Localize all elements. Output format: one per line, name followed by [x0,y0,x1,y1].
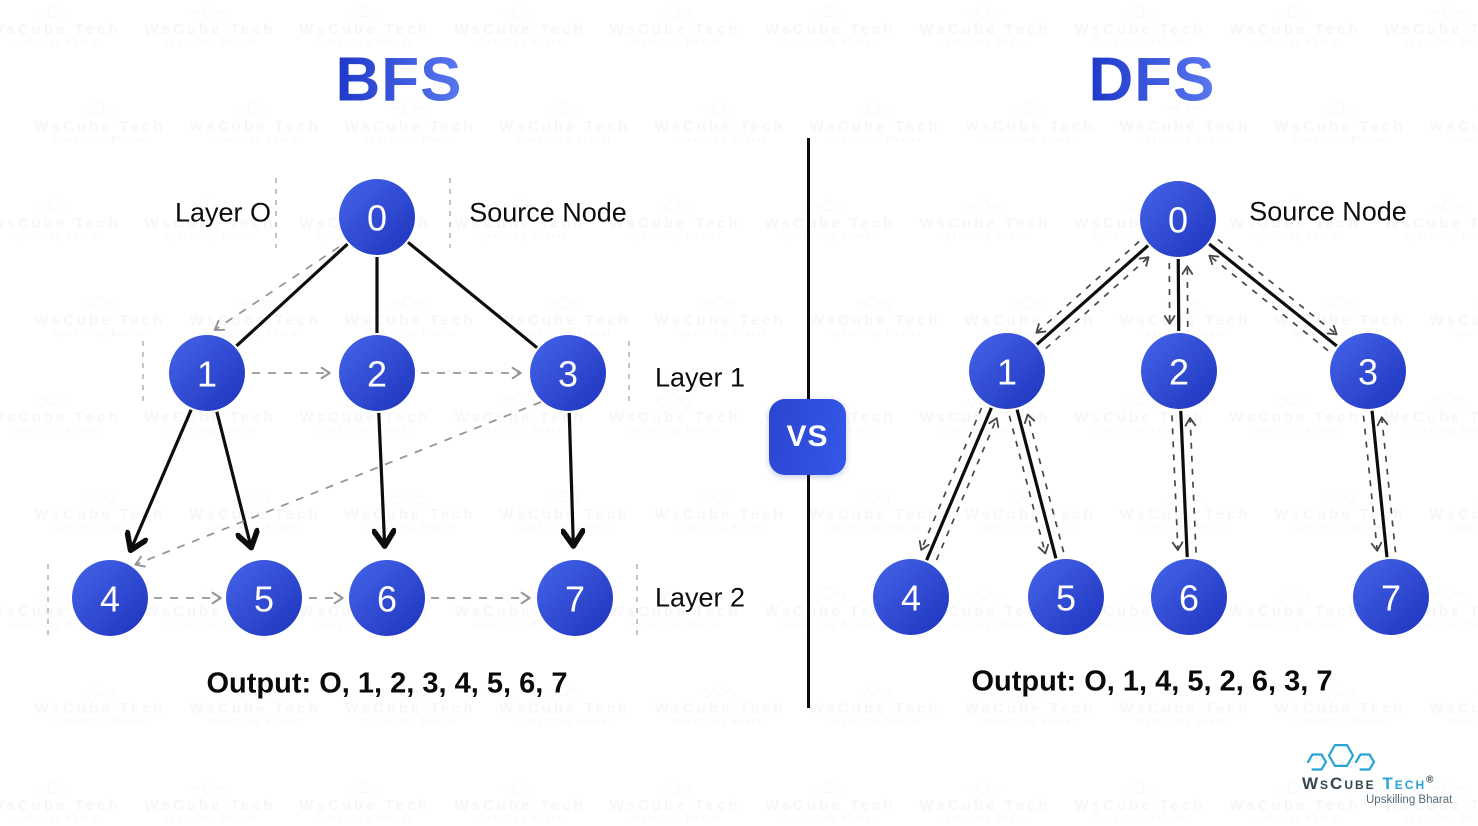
graph-node-label: 3 [558,354,578,395]
graph-node-label: 1 [197,354,217,395]
tree-edge [569,412,573,544]
dfs-return-arrow [1045,256,1150,350]
dfs-output-text: Output: O, 1, 4, 5, 2, 6, 3, 7 [971,665,1333,698]
bfs-title: BFS [335,45,463,115]
graph-node-label: 2 [1169,352,1189,393]
graph-node [530,335,606,411]
logo-brand-primary: WsCube [1302,774,1376,793]
bfs-layer1-label: Layer 1 [654,362,746,393]
logo-brand-secondary: Tech [1382,774,1427,793]
bfs-source-node-label: Source Node [469,197,627,228]
graph-node-label: 1 [997,352,1017,393]
dfs-descend-arrow [1362,415,1383,552]
bfs-order-arrow [134,401,542,568]
tree-edge [235,242,349,348]
graph-node-label: 4 [901,578,921,619]
dfs-descend-arrow [1008,415,1050,555]
vs-badge: VS [769,399,846,475]
graph-node-label: 5 [1056,578,1076,619]
bfs-traversal-arrows [134,246,542,605]
tree-edge [406,241,539,349]
graph-node [1353,559,1429,635]
graph-node [72,560,148,636]
graph-node [226,560,302,636]
tree-edge [131,409,193,549]
dfs-nodes: 0 1 2 3 4 5 6 7 [873,181,1429,635]
wscube-tech-logo: WsCube Tech® Upskilling Bharat [1300,740,1465,812]
dfs-source-node-label: Source Node [1249,196,1407,227]
bfs-layer-guides [47,178,638,636]
dfs-return-arrow [1023,413,1065,553]
bfs-output-text: Output: O, 1, 2, 3, 4, 5, 6, 7 [206,667,568,700]
graph-node-label: 7 [1381,578,1401,619]
graph-node-label: 0 [1168,200,1188,241]
graph-node [1140,181,1216,257]
graph-node-label: 6 [377,579,397,620]
tree-edge [1208,242,1338,348]
graph-node [873,559,949,635]
dfs-title: DFS [1088,45,1216,115]
graph-node [339,179,415,255]
hexagon-logo-icon [1306,744,1376,771]
tree-edge [1035,244,1150,346]
bfs-order-arrow [213,246,340,331]
dfs-return-arrow [935,417,1000,561]
logo-brand-text: WsCube Tech® [1302,774,1434,794]
tree-edge [215,411,251,546]
dfs-descend-arrow [918,407,983,551]
graph-node [169,335,245,411]
dfs-return-arrow [1376,416,1397,553]
graph-node-label: 7 [565,579,585,620]
dfs-return-arrow [1184,417,1197,553]
graph-node [1151,559,1227,635]
tree-edge [1015,409,1058,559]
dfs-descend-arrow [1217,238,1338,336]
graph-node-label: 5 [254,579,274,620]
graph-node [339,335,415,411]
logo-tagline: Upskilling Bharat [1366,794,1453,806]
graph-node-label: 4 [100,579,120,620]
bfs-tree-edges [131,241,573,549]
graph-node-label: 2 [367,354,387,395]
graph-node [1330,333,1406,409]
dfs-return-arrow [1208,254,1329,352]
bfs-layer0-label: Layer O [174,197,272,228]
graph-node [349,560,425,636]
registered-mark: ® [1426,774,1434,786]
vs-badge-label: VS [786,420,829,453]
dfs-descend-arrow [1035,240,1140,334]
dfs-descend-arrow [1171,415,1184,551]
bfs-nodes: 0 1 2 3 4 5 6 7 [72,179,613,636]
dfs-tree-edges [925,242,1389,561]
tree-edge [925,407,993,561]
graph-node [537,560,613,636]
dfs-traversal-arrows [918,238,1397,561]
graph-node [1141,333,1217,409]
graph-node [1028,559,1104,635]
graph-node-label: 0 [367,198,387,239]
tree-edge [1179,410,1189,558]
graph-node-label: 3 [1358,352,1378,393]
bfs-layer2-label: Layer 2 [654,582,746,613]
graph-node [969,333,1045,409]
tree-edge [379,412,385,544]
graph-node-label: 6 [1179,578,1199,619]
tree-edge [1370,410,1389,558]
